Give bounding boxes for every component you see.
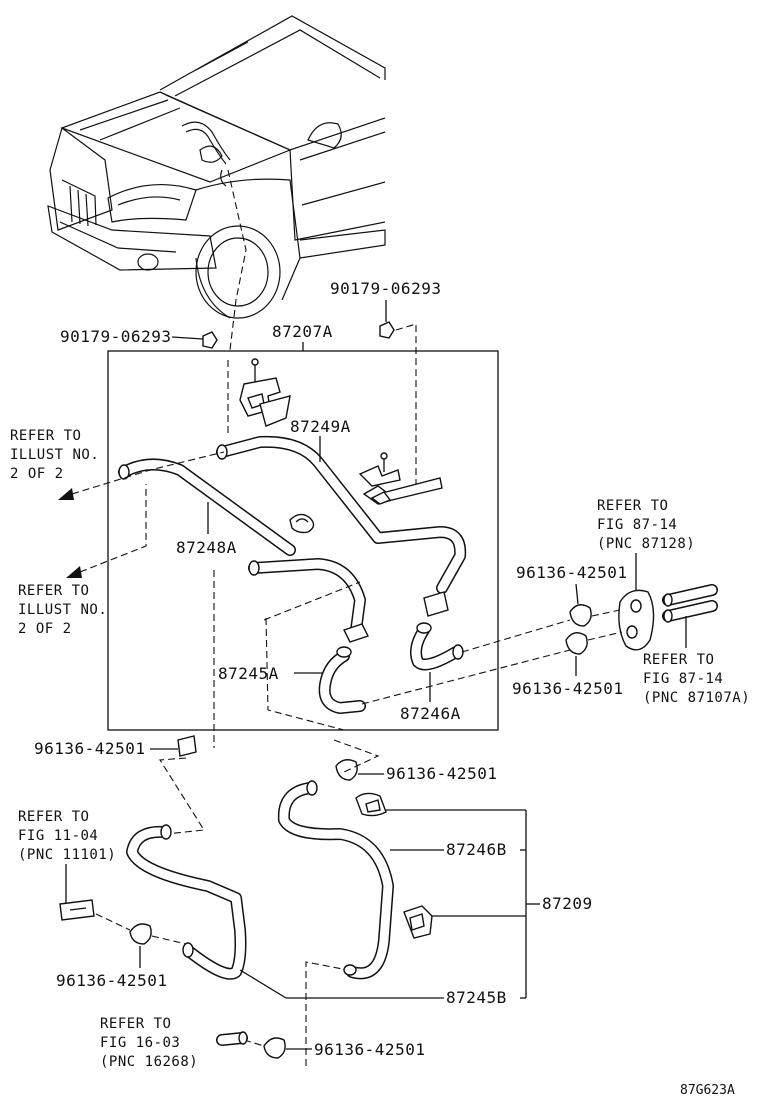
hose-87246a: 87246A — [400, 591, 464, 723]
ref-16268-l2: FIG 16-03 — [100, 1035, 180, 1051]
ref-illust-upper-l1: REFER TO — [10, 428, 81, 444]
bracket-upper — [227, 358, 291, 436]
hose-clamp-icon — [569, 604, 592, 627]
refer-fig-11101: REFER TO FIG 11-04 (PNC 11101) — [18, 809, 116, 921]
clamp-center: 96136-42501 — [333, 739, 497, 783]
callout-87209: 87209 — [542, 894, 593, 913]
callout-90179-right: 90179-06293 — [330, 279, 441, 298]
ref-16268-l3: (PNC 16268) — [100, 1054, 198, 1070]
ref-11101-l2: FIG 11-04 — [18, 828, 98, 844]
clamp-left-low: 96136-42501 — [56, 913, 187, 990]
ref-illust-upper-l2: ILLUST NO. — [10, 447, 99, 463]
clamp-right-lower: 96136-42501 — [512, 632, 623, 698]
grommet-plate — [618, 589, 655, 651]
callout-96136-lm: 96136-42501 — [34, 739, 145, 758]
clamp-left-mid: 96136-42501 — [34, 735, 205, 835]
ref-11101-l3: (PNC 11101) — [18, 847, 116, 863]
callout-96136-ru: 96136-42501 — [516, 563, 627, 582]
diagram-code: 87G623A — [680, 1083, 735, 1098]
ref-87128-l2: FIG 87-14 — [597, 517, 677, 533]
callout-87249a: 87249A — [290, 417, 351, 436]
callout-87246b: 87246B — [446, 840, 507, 859]
hose-87245b: 87245B — [126, 824, 507, 1007]
refer-illust-lower: REFER TO ILLUST NO. 2 OF 2 — [18, 484, 147, 637]
vehicle-illustration — [47, 15, 386, 351]
hose-clamp-icon — [335, 759, 358, 781]
clip-nut-right-group: 90179-06293 — [330, 279, 441, 486]
callout-87209-group: 87209 — [386, 809, 593, 999]
ref-87107-l3: (PNC 87107A) — [643, 690, 750, 706]
clip-nut-icon — [202, 331, 218, 349]
hose-87249a: 87249A — [216, 417, 467, 594]
callout-87245a: 87245A — [218, 664, 279, 683]
callout-87207a: 87207A — [272, 322, 333, 341]
ref-87107-l1: REFER TO — [643, 652, 714, 668]
clamp-bottom: 96136-42501 — [243, 961, 425, 1066]
bracket-right — [358, 452, 443, 505]
callout-87245b: 87245B — [446, 988, 507, 1007]
refer-fig-87107: REFER TO FIG 87-14 (PNC 87107A) — [643, 652, 750, 706]
ref-16268-l1: REFER TO — [100, 1016, 171, 1032]
ref-87128-l1: REFER TO — [597, 498, 668, 514]
callout-87246a: 87246A — [400, 704, 461, 723]
arrow-left-down-icon — [58, 488, 74, 500]
callout-90179-left: 90179-06293 — [60, 327, 171, 346]
hose-center-link — [248, 558, 369, 643]
hose-87246b: 87246B — [277, 780, 507, 980]
callout-96136-b: 96136-42501 — [314, 1040, 425, 1059]
hose-87248a: 87248A — [118, 458, 296, 557]
ref-illust-lower-l2: ILLUST NO. — [18, 602, 107, 618]
hose-clamp-icon — [177, 735, 197, 757]
refer-fig-87128: REFER TO FIG 87-14 (PNC 87128) — [597, 498, 695, 590]
refer-fig-16268: REFER TO FIG 16-03 (PNC 16268) — [100, 1016, 248, 1070]
ref-illust-lower-l3: 2 OF 2 — [18, 621, 72, 637]
ref-87128-l3: (PNC 87128) — [597, 536, 695, 552]
hose-clamp-icon — [565, 632, 588, 655]
hose-clamp-icon — [129, 923, 152, 945]
refer-illust-upper: REFER TO ILLUST NO. 2 OF 2 — [10, 428, 225, 500]
ref-illust-upper-l3: 2 OF 2 — [10, 466, 64, 482]
ref-illust-lower-l1: REFER TO — [18, 583, 89, 599]
callout-96136-rl: 96136-42501 — [512, 679, 623, 698]
hose-clip-small — [289, 513, 315, 534]
pipe-87107a — [662, 584, 718, 648]
clip-nut-icon — [379, 321, 395, 339]
hose-87245a: 87245A — [218, 646, 366, 714]
arrow-left-down-icon — [66, 566, 82, 578]
hose-clamp-icon — [263, 1037, 286, 1059]
hose-clips-lower — [355, 792, 433, 939]
clip-nut-left-group: 90179-06293 — [60, 327, 218, 349]
clamp-right-upper: 96136-42501 — [516, 563, 627, 627]
callout-96136-ll: 96136-42501 — [56, 971, 167, 990]
ref-11101-l1: REFER TO — [18, 809, 89, 825]
callout-87248a: 87248A — [176, 538, 237, 557]
callout-96136-c: 96136-42501 — [386, 764, 497, 783]
ref-87107-l2: FIG 87-14 — [643, 671, 723, 687]
